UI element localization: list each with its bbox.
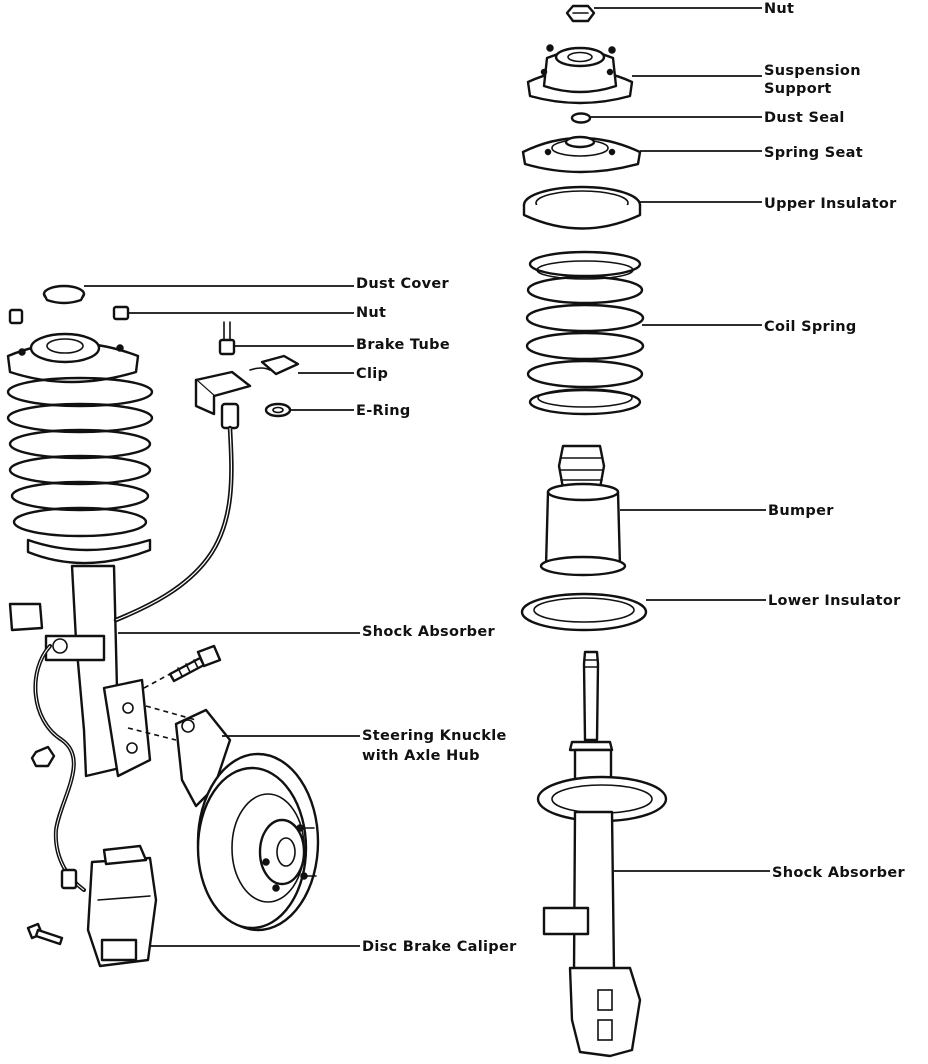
label-coil-spring: Coil Spring — [764, 319, 857, 335]
caliper-bolt — [26, 922, 64, 946]
bumper-part — [539, 444, 627, 577]
label-disc-brake-caliper: Disc Brake Caliper — [362, 939, 517, 955]
label-nut-left: Nut — [356, 305, 386, 321]
brake-hose — [113, 402, 240, 623]
exploded-nut — [565, 4, 596, 23]
exploded-shock-absorber-part — [536, 650, 668, 1058]
label-brake-tube: Brake Tube — [356, 337, 450, 353]
label-upper-insulator: Upper Insulator — [764, 196, 897, 212]
label-e-ring: E-Ring — [356, 403, 411, 419]
bracket-part — [194, 370, 252, 416]
label-steering-knuckle-2: with Axle Hub — [362, 748, 480, 764]
label-spring-seat: Spring Seat — [764, 145, 863, 161]
left-nut-b — [112, 305, 130, 321]
left-bolt — [168, 644, 222, 683]
clip-part — [249, 354, 300, 376]
label-suspension-support-2: Support — [764, 81, 832, 97]
label-shock-absorber-left: Shock Absorber — [362, 624, 495, 640]
label-suspension-support-1: Suspension — [764, 63, 861, 79]
left-small-nut — [30, 745, 56, 768]
dust-cover-part — [42, 284, 86, 305]
label-dust-seal: Dust Seal — [764, 110, 845, 126]
label-nut-top: Nut — [764, 1, 794, 17]
abs-sensor-wire — [33, 644, 86, 892]
label-bumper: Bumper — [768, 503, 834, 519]
lower-insulator-part — [520, 592, 648, 632]
label-clip: Clip — [356, 366, 388, 382]
label-steering-knuckle-1: Steering Knuckle — [362, 728, 507, 744]
brake-rotor-part — [196, 752, 320, 932]
spring-seat-part — [521, 135, 642, 174]
brake-tube-part — [218, 321, 236, 356]
label-lower-insulator: Lower Insulator — [768, 593, 901, 609]
dust-seal-part — [570, 112, 592, 124]
label-dust-cover: Dust Cover — [356, 276, 450, 292]
coil-spring-part — [525, 250, 645, 416]
upper-insulator-part — [522, 185, 642, 230]
suspension-support-part — [526, 44, 634, 105]
assembled-strut — [6, 332, 154, 778]
left-nut-a — [8, 308, 24, 325]
disc-brake-caliper-part — [86, 844, 158, 968]
label-shock-absorber-right: Shock Absorber — [772, 865, 905, 881]
e-ring-part — [264, 402, 292, 418]
